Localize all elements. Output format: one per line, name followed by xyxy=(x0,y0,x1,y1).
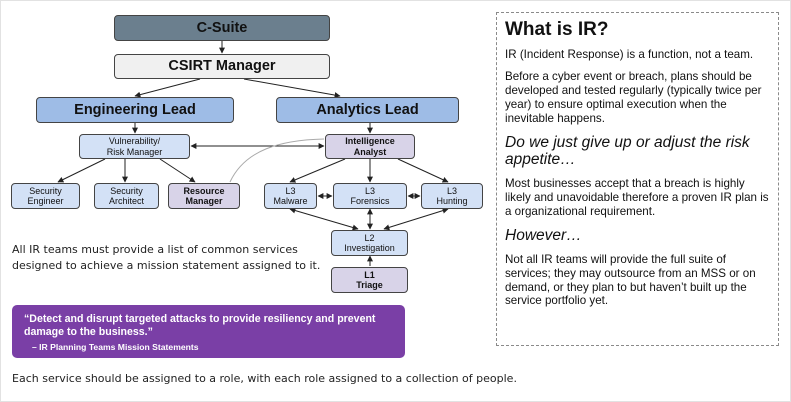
services-note: All IR teams must provide a list of comm… xyxy=(12,242,320,274)
l3-hunting-line2: Hunting xyxy=(436,196,468,206)
l2-investigation-line2: Investigation xyxy=(344,243,395,253)
csuite-box: C-Suite xyxy=(114,15,330,41)
l1-triage-line1: L1 xyxy=(364,269,375,280)
roles-note: Each service should be assigned to a rol… xyxy=(12,372,517,385)
vuln-manager-line1: Vulnerability/ xyxy=(108,136,161,147)
mission-attribution: – IR Planning Teams Mission Statements xyxy=(32,342,199,353)
panel-paragraph-2: Before a cyber event or breach, plans sh… xyxy=(505,69,762,125)
services-note-line2: designed to achieve a mission statement … xyxy=(12,258,321,272)
panel-subheading-2: However… xyxy=(505,226,582,244)
arrow-csirt-analytics xyxy=(243,78,341,99)
curve-intel-resource-manager xyxy=(229,138,325,183)
analytics-lead-box: Analytics Lead xyxy=(276,97,459,123)
arrow-intel-l3-hunting xyxy=(397,158,449,183)
resource-manager-line1: Resource xyxy=(183,185,225,196)
intel-analyst-line2: Analyst xyxy=(353,146,387,157)
l3-malware-line1: L3 xyxy=(285,185,296,196)
l3-hunting-line1: L3 xyxy=(446,185,457,196)
panel-paragraph-4: Not all IR teams will provide the full s… xyxy=(505,252,756,308)
engineering-lead-label: Engineering Lead xyxy=(74,101,196,118)
panel-paragraph-1: IR (Incident Response) is a function, no… xyxy=(505,48,754,61)
l3-forensics-line1: L3 xyxy=(364,185,375,196)
csirt-manager-box: CSIRT Manager xyxy=(114,54,330,79)
l1-triage-line2: Triage xyxy=(356,280,383,290)
vuln-manager-line2: Risk Manager xyxy=(106,146,163,157)
csirt-manager-label: CSIRT Manager xyxy=(168,58,276,75)
panel-subheading-1: Do we just give up or adjust the risk ap… xyxy=(505,133,750,169)
arrow-hunting-l2 xyxy=(383,207,449,231)
l2-investigation-line1: L2 xyxy=(364,232,375,243)
engineering-lead-box: Engineering Lead xyxy=(36,97,234,123)
mission-statement-box: “Detect and disrupt targeted attacks to … xyxy=(12,305,405,358)
resource-manager-line2: Manager xyxy=(185,196,223,206)
security-engineer-line2: Engineer xyxy=(27,196,64,206)
panel-title: What is IR? xyxy=(505,19,609,40)
services-note-line1: All IR teams must provide a list of comm… xyxy=(12,243,298,256)
csuite-label: C-Suite xyxy=(196,19,248,36)
security-architect-line2: Architect xyxy=(108,196,144,206)
security-engineer-line1: Security xyxy=(29,185,62,196)
intel-analyst-line1: Intelligence xyxy=(345,136,395,147)
vuln-risk-manager-box: Vulnerability/Risk Manager xyxy=(79,134,190,159)
arrow-vuln-security-engineer xyxy=(57,158,106,183)
arrow-vuln-resource-manager xyxy=(159,158,196,183)
panel-paragraph-3: Most businesses accept that a breach is … xyxy=(505,177,769,218)
l3-malware-line2: Malware xyxy=(273,196,308,206)
what-is-ir-panel: What is IR? IR (Incident Response) is a … xyxy=(496,12,779,346)
arrow-malware-l2 xyxy=(289,207,359,231)
analytics-lead-label: Analytics Lead xyxy=(316,101,419,118)
security-architect-line1: Security xyxy=(110,185,143,196)
arrow-csirt-engineering xyxy=(134,78,201,98)
mission-quote: “Detect and disrupt targeted attacks to … xyxy=(24,313,376,338)
arrow-intel-l3-malware xyxy=(289,158,346,183)
l3-forensics-line2: Forensics xyxy=(350,196,390,206)
